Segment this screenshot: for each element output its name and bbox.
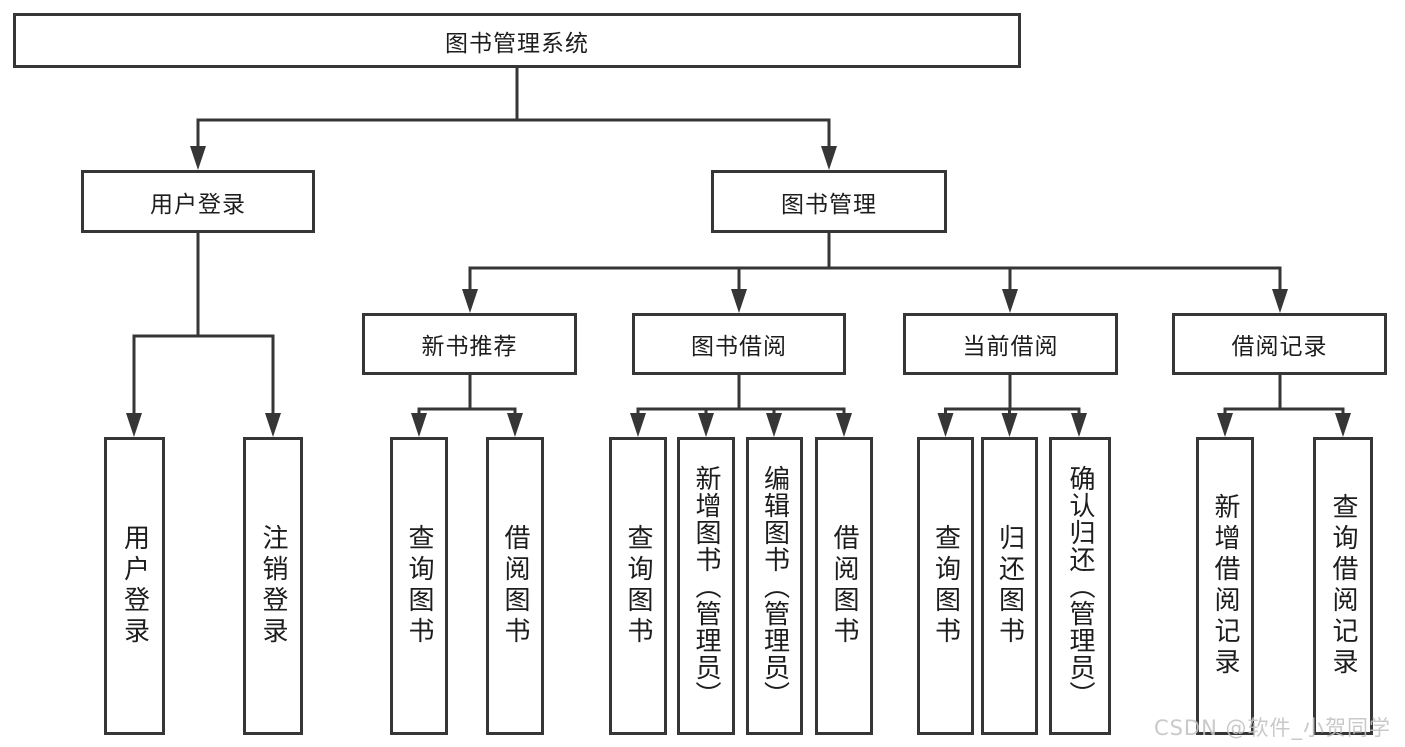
- leaf-query-borrow-record: 查询借阅记录: [1313, 437, 1373, 735]
- node-new-book-recommend: 新书推荐: [362, 313, 577, 375]
- node-book-management: 图书管理: [711, 170, 947, 233]
- leaf-return-book: 归还图书: [981, 437, 1038, 735]
- leaf-borrow-book-recommend: 借阅图书: [486, 437, 544, 735]
- leaf-query-book-borrow: 查询图书: [609, 437, 667, 735]
- node-book-borrow: 图书借阅: [632, 313, 846, 375]
- leaf-user-login: 用户登录: [104, 437, 165, 735]
- node-library-system: 图书管理系统: [13, 13, 1021, 68]
- leaf-query-book-recommend: 查询图书: [390, 437, 448, 735]
- leaf-query-book-current: 查询图书: [917, 437, 974, 735]
- leaf-add-book-admin: 新增图书（管理员）: [677, 437, 735, 735]
- leaf-edit-book-admin: 编辑图书（管理员）: [746, 437, 803, 735]
- leaf-add-borrow-record: 新增借阅记录: [1196, 437, 1254, 735]
- leaf-borrow-book: 借阅图书: [815, 437, 873, 735]
- watermark: CSDN @软件_小贺同学: [1153, 716, 1391, 740]
- leaf-logout: 注销登录: [243, 437, 303, 735]
- node-current-borrow: 当前借阅: [903, 313, 1118, 375]
- node-borrow-record: 借阅记录: [1172, 313, 1387, 375]
- node-user-login: 用户登录: [81, 170, 315, 233]
- leaf-confirm-return-admin: 确认归还（管理员）: [1049, 437, 1111, 735]
